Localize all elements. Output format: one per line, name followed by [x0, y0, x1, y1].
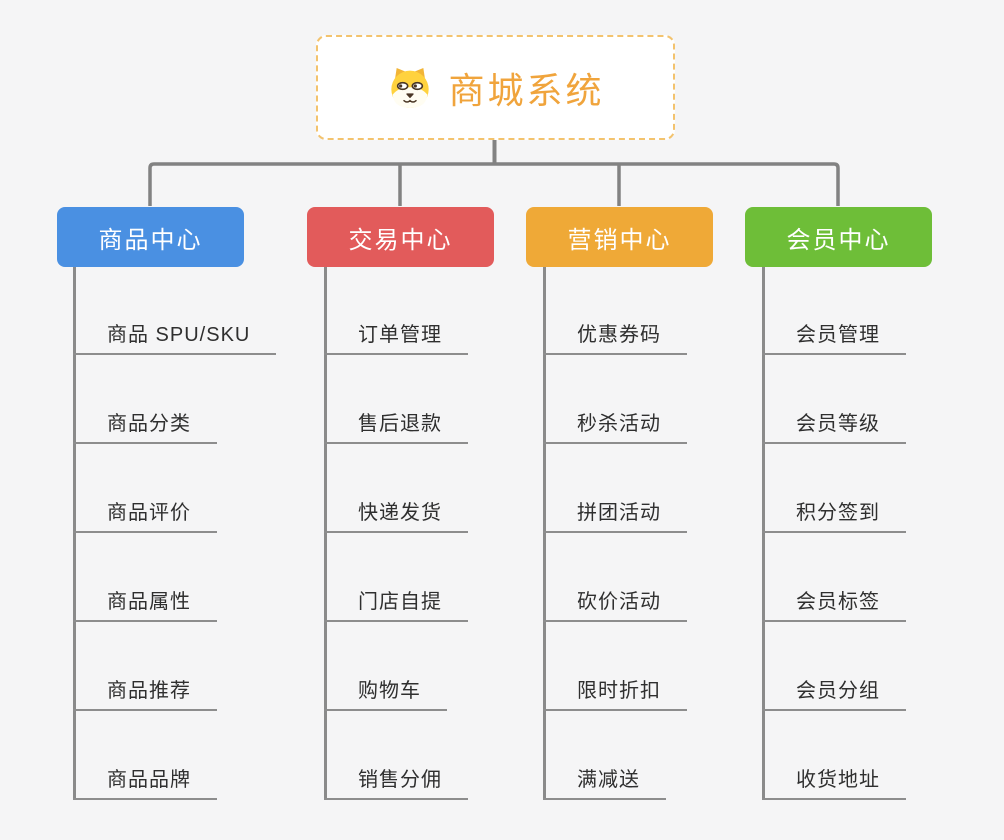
- leaf-node[interactable]: 快递发货: [324, 489, 468, 533]
- leaf-node[interactable]: 满减送: [543, 756, 666, 800]
- leaf-node[interactable]: 限时折扣: [543, 667, 687, 711]
- branch-node-marketing-center[interactable]: 营销中心: [526, 207, 713, 267]
- leaf-node[interactable]: 收货地址: [762, 756, 906, 800]
- root-title: 商城系统: [448, 69, 605, 111]
- branch-label: 商品中心: [98, 226, 203, 254]
- leaf-node[interactable]: 商品分类: [73, 400, 217, 444]
- leaf-node[interactable]: 订单管理: [324, 311, 468, 355]
- leaf-node[interactable]: 砍价活动: [543, 578, 687, 622]
- leaf-node[interactable]: 秒杀活动: [543, 400, 687, 444]
- leaf-node[interactable]: 商品 SPU/SKU: [73, 311, 277, 355]
- leaf-node[interactable]: 拼团活动: [543, 489, 687, 533]
- bus-line: [148, 162, 840, 206]
- branch-node-product-center[interactable]: 商品中心: [57, 207, 244, 267]
- branch-node-trade-center[interactable]: 交易中心: [307, 207, 494, 267]
- branch-label: 交易中心: [348, 226, 453, 254]
- leaf-node[interactable]: 优惠券码: [543, 311, 687, 355]
- leaf-node[interactable]: 销售分佣: [324, 756, 468, 800]
- branch-label: 会员中心: [786, 226, 891, 254]
- leaf-node[interactable]: 门店自提: [324, 578, 468, 622]
- leaf-node[interactable]: 会员等级: [762, 400, 906, 444]
- leaf-node[interactable]: 购物车: [324, 667, 447, 711]
- leaf-node[interactable]: 商品品牌: [73, 756, 217, 800]
- leaf-node[interactable]: 商品推荐: [73, 667, 217, 711]
- branch-node-member-center[interactable]: 会员中心: [745, 207, 932, 267]
- leaf-node[interactable]: 售后退款: [324, 400, 468, 444]
- leaf-node[interactable]: 会员管理: [762, 311, 906, 355]
- dog-face-icon: [391, 67, 430, 108]
- leaf-node[interactable]: 商品评价: [73, 489, 217, 533]
- branch-label: 营销中心: [567, 226, 672, 254]
- leaf-node[interactable]: 商品属性: [73, 578, 217, 622]
- leaf-node[interactable]: 会员标签: [762, 578, 906, 622]
- leaf-node[interactable]: 会员分组: [762, 667, 906, 711]
- root-node[interactable]: 商城系统: [316, 35, 675, 140]
- leaf-node[interactable]: 积分签到: [762, 489, 906, 533]
